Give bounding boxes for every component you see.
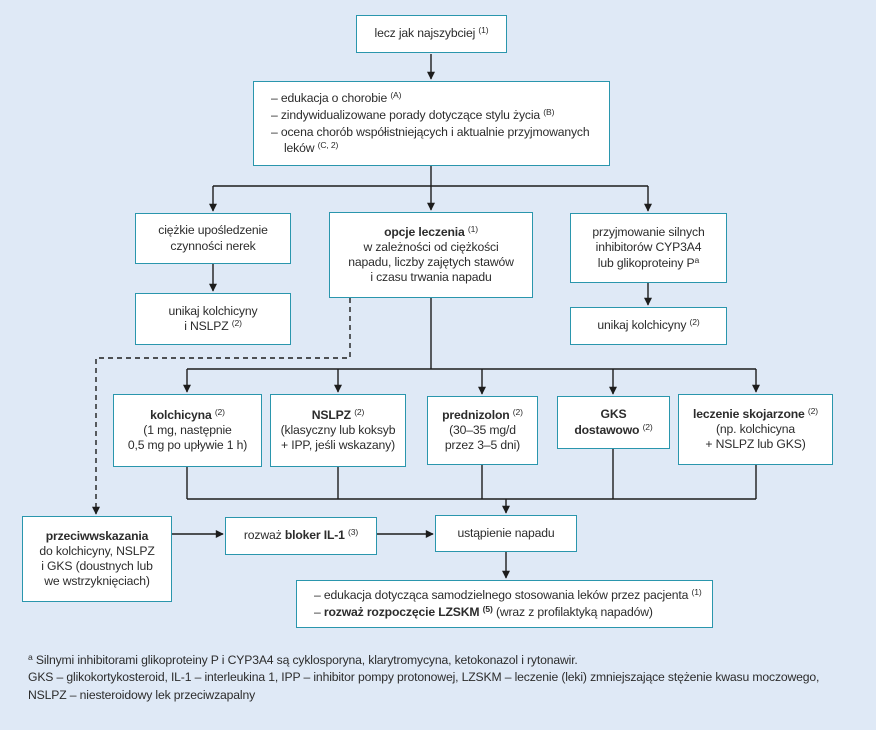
text-line: inhibitorów CYP3A4 [595, 240, 702, 255]
text-line: – zindywidualizowane porady dotyczące st… [271, 106, 555, 122]
text-line: rozważ bloker IL-1 (3) [243, 527, 359, 543]
text-line: we wstrzyknięciach) [44, 574, 150, 589]
text-line: GKS – glikokortykosteroid, IL-1 – interl… [28, 670, 820, 685]
text-line: przeciwwskazania [45, 528, 149, 543]
text-line: NSLPZ (2) [311, 406, 365, 422]
flow-box-treat-asap: lecz jak najszybciej (1) [356, 15, 507, 53]
text-line: – edukacja o chorobie (A) [271, 89, 402, 105]
text-line: ustąpienie napadu [457, 525, 555, 540]
flow-box-nsaid: NSLPZ (2)(klasyczny lub koksyb+ IPP, jeś… [270, 394, 406, 467]
text-line: NSLPZ – niesteroidowy lek przeciwzapalny [28, 687, 256, 702]
text-line: unikaj kolchicyny (2) [597, 317, 700, 333]
flow-box-self-management: – edukacja dotycząca samodzielnego stoso… [296, 580, 713, 628]
text-line: (np. kolchicyna [715, 421, 796, 436]
text-line: w zależności od ciężkości [363, 239, 499, 254]
text-line: czynności nerek [170, 238, 256, 253]
flow-box-treatment-options: opcje leczenia (1)w zależności od ciężko… [329, 212, 533, 298]
text-line: i GKS (doustnych lub [41, 559, 153, 573]
text-line: przez 3–5 dni) [444, 438, 521, 453]
text-line: lub glikoproteiny Pa [597, 254, 700, 270]
flow-box-combination-therapy: leczenie skojarzone (2)(np. kolchicyna+ … [678, 394, 833, 465]
text-line: dostawowo (2) [574, 421, 653, 437]
text-line: (30–35 mg/d [449, 422, 516, 437]
text-line: opcje leczenia (1) [384, 223, 478, 239]
text-line: a Silnymi inhibitorami glikoproteiny P i… [28, 652, 578, 667]
flow-box-avoid-colchicine: unikaj kolchicyny (2) [570, 307, 727, 345]
text-line: – edukacja dotycząca samodzielnego stoso… [314, 586, 702, 602]
text-line: kolchicyna (2) [150, 406, 225, 422]
text-line: do kolchicyny, NSLPZ [39, 543, 155, 558]
text-line: (klasyczny lub koksyb [280, 422, 396, 437]
flow-box-education: – edukacja o chorobie (A)– zindywidualiz… [253, 81, 610, 166]
text-line: lecz jak najszybciej (1) [374, 25, 489, 41]
text-line: prednizolon (2) [442, 406, 523, 422]
text-line: 0,5 mg po upływie 1 h) [127, 438, 248, 453]
text-line: + NSLPZ lub GKS) [705, 437, 806, 452]
flow-box-il1-blocker: rozważ bloker IL-1 (3) [225, 517, 377, 555]
text-line: przyjmowanie silnych [592, 225, 705, 240]
text-line: (1 mg, następnie [143, 422, 232, 437]
text-line: i czasu trwania napadu [370, 270, 492, 285]
text-line: – rozważ rozpoczęcie LZSKM (5) (wraz z p… [314, 604, 653, 619]
text-line: – ocena chorób współistniejących i aktua… [271, 124, 590, 156]
text-line: i NSLPZ (2) [184, 318, 242, 333]
dashed-bypass-line [95, 298, 351, 504]
footnotes: a Silnymi inhibitorami glikoproteiny P i… [28, 652, 858, 704]
flow-box-flare-resolution: ustąpienie napadu [435, 515, 577, 552]
text-line: leczenie skojarzone (2) [693, 405, 818, 421]
text-line: napadu, liczby zajętych stawów [348, 255, 514, 269]
text-line: unikaj kolchicyny [168, 303, 258, 318]
text-line: + IPP, jeśli wskazany) [281, 438, 395, 453]
text-line: GKS [600, 407, 627, 422]
text-line: ciężkie upośledzenie [158, 223, 268, 238]
